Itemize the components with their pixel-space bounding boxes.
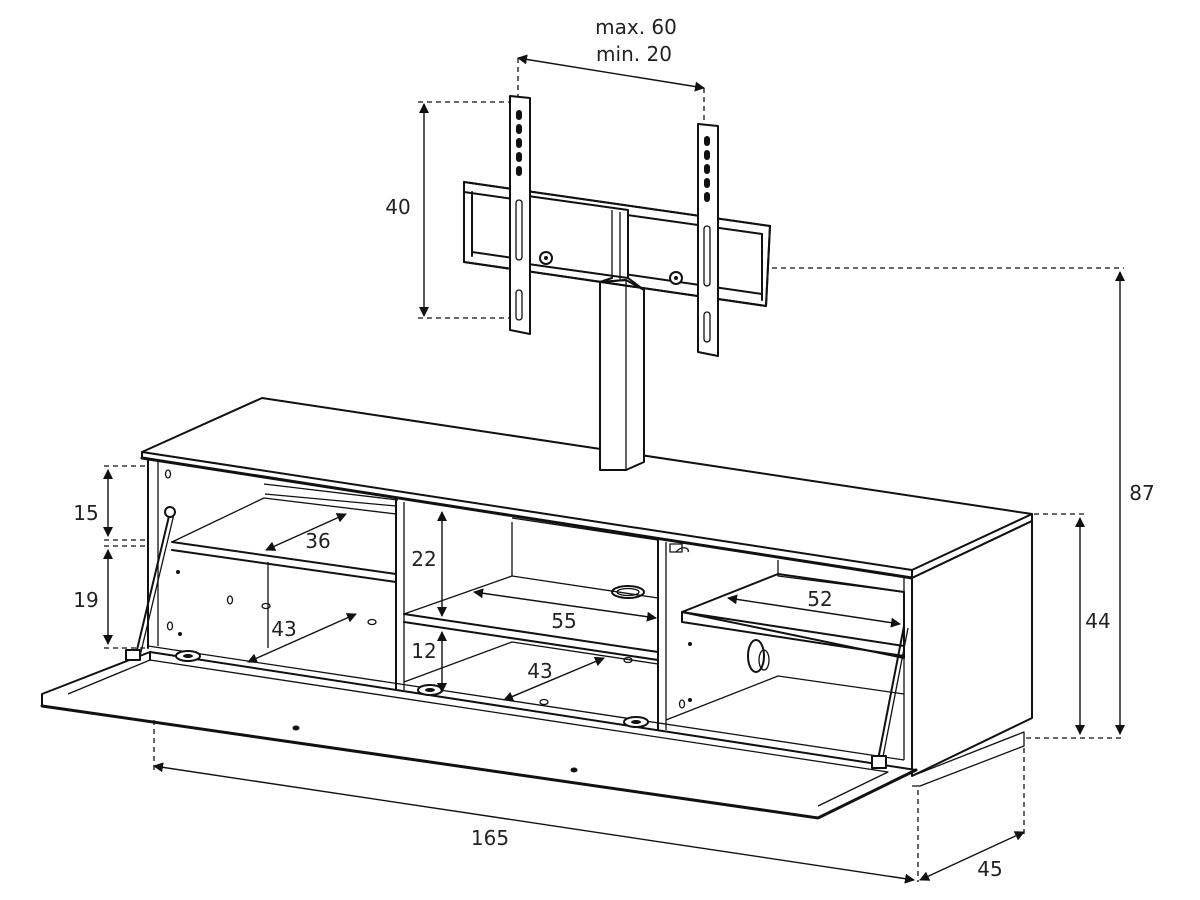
bracket-arm-left	[509, 95, 531, 335]
tv-bracket	[463, 95, 771, 357]
label-center-lower-height: 12	[411, 639, 436, 663]
left-shelf	[171, 541, 397, 583]
hinges	[175, 650, 649, 728]
label-total-height: 87	[1129, 481, 1154, 505]
center-shelf	[403, 613, 659, 661]
label-top-drawer-height: 15	[73, 501, 98, 525]
cabinet-top-front-edge	[140, 456, 914, 580]
dimension-lines	[103, 54, 1125, 884]
label-mount-height: 40	[385, 195, 410, 219]
label-center-upper-height: 22	[411, 547, 436, 571]
label-left-shelf-depth: 36	[305, 529, 330, 553]
label-mount-spacing-min: min. 20	[596, 42, 672, 66]
dimension-labels: max. 60 min. 20 40 87 44 165 45 15 19 36…	[73, 15, 1154, 881]
label-cabinet-height: 44	[1085, 609, 1110, 633]
cabinet	[40, 397, 1033, 820]
label-center-bottom-depth: 43	[527, 659, 552, 683]
support-column	[599, 279, 645, 471]
cable-hole-right	[747, 639, 765, 673]
label-door-height: 19	[73, 588, 98, 612]
label-right-shelf-width: 52	[807, 587, 832, 611]
label-mount-spacing-max: max. 60	[595, 15, 677, 39]
cabinet-top	[141, 397, 1033, 571]
cabinet-plinth	[911, 731, 1025, 787]
label-left-bottom-depth: 43	[271, 617, 296, 641]
label-depth: 45	[977, 857, 1002, 881]
right-shelf	[681, 611, 905, 657]
label-width: 165	[471, 826, 509, 850]
bracket-arm-right	[697, 123, 719, 357]
label-center-shelf-width: 55	[551, 609, 576, 633]
